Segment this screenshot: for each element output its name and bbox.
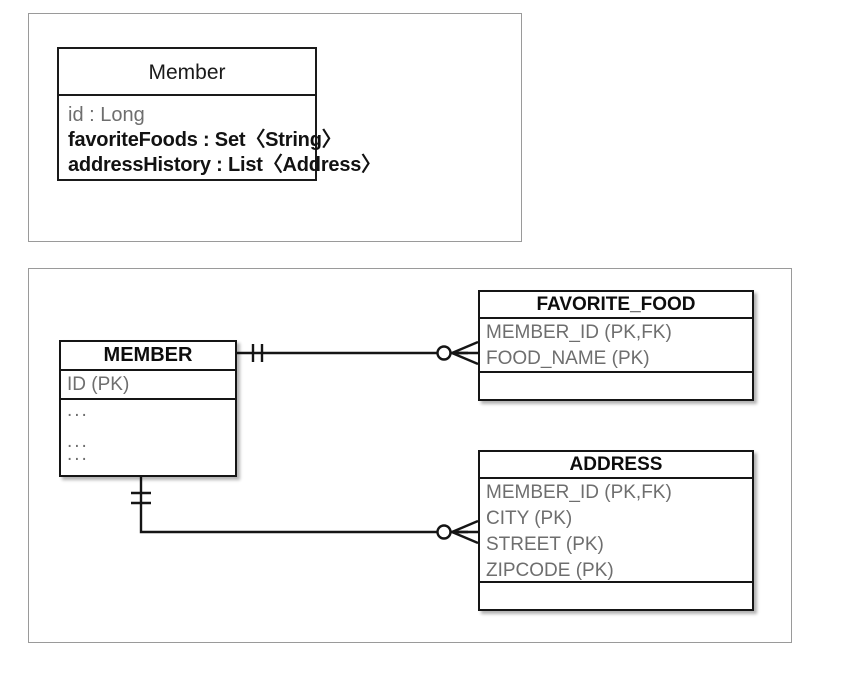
- er-table-address-title: ADDRESS: [480, 452, 752, 479]
- er-column-address-zipcode: ZIPCODE (PK): [486, 560, 614, 581]
- er-table-address-keys: MEMBER_ID (PK,FK) CITY (PK) STREET (PK) …: [480, 479, 752, 583]
- uml-attribute-list: id : Long favoriteFoods : Set〈String〉 ad…: [59, 96, 381, 178]
- er-column-placeholder-1: ...: [67, 400, 89, 421]
- er-table-member-keys: ID (PK): [61, 371, 235, 400]
- er-table-address[interactable]: ADDRESS MEMBER_ID (PK,FK) CITY (PK) STRE…: [478, 450, 754, 611]
- er-column-favorite-food-member-id: MEMBER_ID (PK,FK): [486, 322, 672, 343]
- er-column-address-street: STREET (PK): [486, 534, 604, 555]
- uml-class-title: Member: [59, 49, 315, 96]
- er-table-favorite-food-keys: MEMBER_ID (PK,FK) FOOD_NAME (PK): [480, 319, 752, 373]
- er-column-address-member-id: MEMBER_ID (PK,FK): [486, 482, 672, 503]
- er-column-placeholder-2: ...: [67, 431, 89, 452]
- er-table-favorite-food-title: FAVORITE_FOOD: [480, 292, 752, 319]
- er-column-member-id: ID (PK): [67, 374, 130, 395]
- er-table-member[interactable]: MEMBER ID (PK) ... ... ...: [59, 340, 237, 477]
- er-table-favorite-food[interactable]: FAVORITE_FOOD MEMBER_ID (PK,FK) FOOD_NAM…: [478, 290, 754, 401]
- uml-attribute-id: id : Long: [68, 104, 145, 126]
- er-table-member-body: ... ... ...: [61, 400, 235, 473]
- uml-class-member[interactable]: Member id : Long favoriteFoods : Set〈Str…: [57, 47, 381, 181]
- uml-class-panel: Member id : Long favoriteFoods : Set〈Str…: [28, 13, 522, 242]
- er-column-favorite-food-food-name: FOOD_NAME (PK): [486, 348, 650, 369]
- uml-attribute-address-history: addressHistory : List〈Address〉: [68, 154, 381, 176]
- uml-attribute-favorite-foods: favoriteFoods : Set〈String〉: [68, 129, 342, 151]
- er-table-address-body: [480, 583, 752, 609]
- er-column-address-city: CITY (PK): [486, 508, 573, 529]
- er-table-favorite-food-body: [480, 373, 752, 399]
- er-column-placeholder-3: ...: [67, 444, 89, 465]
- er-table-member-title: MEMBER: [61, 342, 235, 371]
